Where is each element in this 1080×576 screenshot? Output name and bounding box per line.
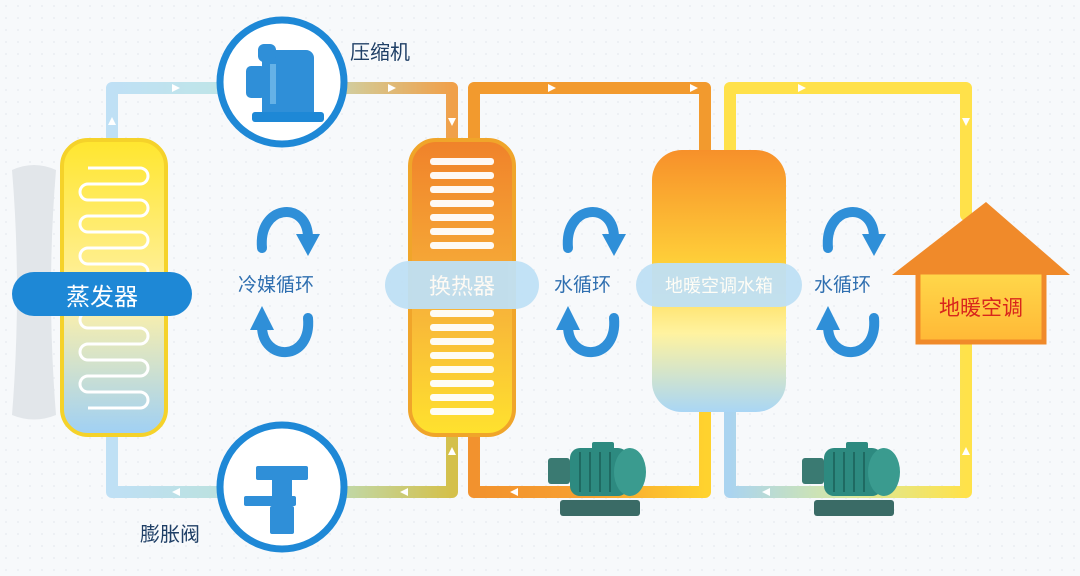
refrigerant-cycle-top-arrow-icon xyxy=(256,207,313,253)
arrow-icon xyxy=(962,118,970,126)
expansion-valve xyxy=(216,421,348,553)
expansion-valve-icon xyxy=(244,466,308,534)
arrow-icon xyxy=(108,117,116,125)
cycle-arrowheads xyxy=(250,234,886,330)
arrow-icon xyxy=(448,118,456,126)
water-cycle-1-bottom-arrow-icon xyxy=(563,313,620,357)
water-cycle-2-label: 水循环 xyxy=(812,268,874,299)
compressor-icon xyxy=(246,44,324,122)
arrow-icon xyxy=(962,447,970,455)
arrow-icon xyxy=(172,488,180,496)
house-label: 地暖空调 xyxy=(939,296,1023,320)
house-icon xyxy=(892,202,1070,345)
arrow-icon xyxy=(388,84,396,92)
arrow-icon xyxy=(400,488,408,496)
refrigerant-cycle-bottom-arrow-icon xyxy=(257,313,314,357)
water-cycle-1-label: 水循环 xyxy=(552,268,614,299)
arrow-icon xyxy=(448,447,456,455)
heat-exchanger-label: 换热器 xyxy=(385,261,539,309)
water-cycle-1-top-arrow-icon xyxy=(562,207,619,253)
arrow-icon xyxy=(172,84,180,92)
arrow-icon xyxy=(762,488,770,496)
pump-2-icon xyxy=(802,442,900,516)
arrow-icon xyxy=(798,84,806,92)
pipe-water1-top xyxy=(468,82,711,166)
water-cycle-2-bottom-arrow-icon xyxy=(823,313,880,357)
compressor xyxy=(216,16,348,148)
water-cycle-2-top-arrow-icon xyxy=(822,207,879,253)
arrow-icon xyxy=(690,84,698,92)
evaporator-label: 蒸发器 xyxy=(12,272,192,316)
flow-arrows xyxy=(108,84,970,496)
pipe-water2-top xyxy=(724,82,972,221)
pump-1-icon xyxy=(548,442,646,516)
refrigerant-cycle-label: 冷媒循环 xyxy=(236,268,317,299)
cycle-arrows xyxy=(256,207,880,357)
compressor-label: 压缩机 xyxy=(350,40,410,64)
expansion-valve-label: 膨胀阀 xyxy=(140,522,200,546)
arrow-icon xyxy=(510,488,518,496)
arrow-icon xyxy=(548,84,556,92)
heat-exchanger-plates xyxy=(430,158,494,415)
water-tank-label: 地暖空调水箱 xyxy=(636,263,802,307)
